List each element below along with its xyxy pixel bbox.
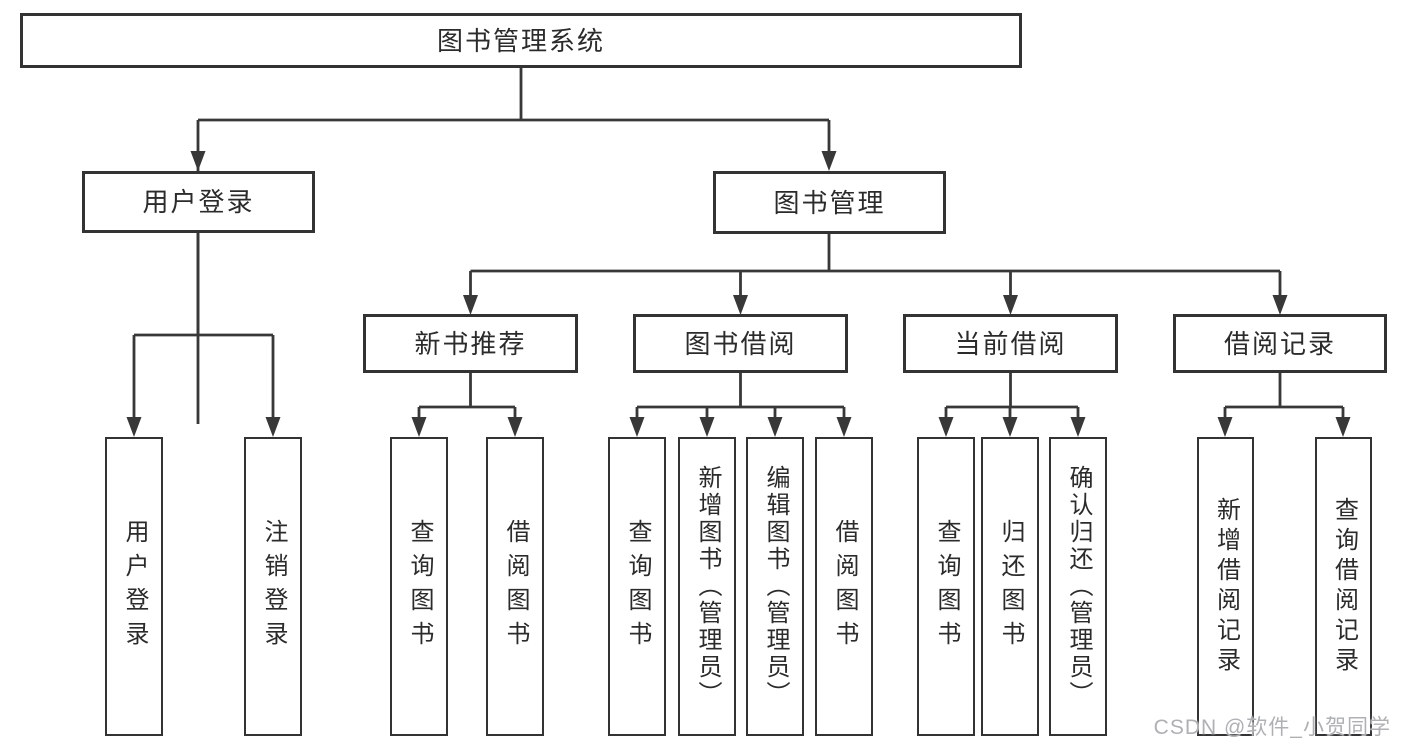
arrowhead bbox=[507, 417, 523, 437]
node-new-book-recommend-label: 新书推荐 bbox=[414, 328, 527, 359]
arrowhead bbox=[1002, 417, 1018, 437]
leaf-recommend-borrow-books: 借阅图书 bbox=[486, 437, 544, 736]
leaf-user-login: 用户登录 bbox=[105, 437, 163, 736]
edge-book-mgmt bbox=[469, 234, 1282, 302]
node-borrow-records-label: 借阅记录 bbox=[1223, 328, 1336, 359]
watermark: CSDN @软件_小贺同学 bbox=[1153, 716, 1391, 739]
leaf-borrow-borrow-books-label: 借阅图书 bbox=[831, 518, 858, 655]
leaf-current-query-books-label: 查询图书 bbox=[933, 518, 960, 655]
leaf-recommend-borrow-books-label: 借阅图书 bbox=[502, 518, 529, 655]
node-root-label: 图书管理系统 bbox=[436, 25, 605, 56]
arrowhead bbox=[733, 295, 748, 315]
edge-root bbox=[196, 68, 831, 424]
tree-edges bbox=[132, 68, 1345, 424]
node-new-book-recommend: 新书推荐 bbox=[363, 314, 578, 373]
leaf-recommend-query-books: 查询图书 bbox=[390, 437, 448, 736]
arrowhead bbox=[1003, 295, 1018, 315]
arrowheads bbox=[126, 151, 1351, 437]
leaf-borrow-edit-books-admin: 编辑图书（管理员） bbox=[746, 437, 804, 736]
leaf-current-return-books-label: 归还图书 bbox=[997, 518, 1024, 655]
arrowhead bbox=[265, 417, 281, 437]
node-book-management-label: 图书管理 bbox=[773, 187, 886, 218]
leaf-borrow-add-books-admin: 新增图书（管理员） bbox=[678, 437, 736, 736]
leaf-recommend-query-books-label: 查询图书 bbox=[406, 518, 433, 655]
leaf-add-borrow-record: 新增借阅记录 bbox=[1197, 437, 1254, 736]
leaf-borrow-edit-books-admin-label: 编辑图书（管理员） bbox=[762, 465, 789, 708]
arrowhead bbox=[836, 417, 852, 437]
leaf-borrow-borrow-books: 借阅图书 bbox=[815, 437, 873, 736]
leaf-query-borrow-record: 查询借阅记录 bbox=[1315, 437, 1372, 736]
node-user-login: 用户登录 bbox=[82, 171, 315, 233]
node-book-borrow-label: 图书借阅 bbox=[684, 328, 797, 359]
node-book-management: 图书管理 bbox=[713, 171, 946, 234]
arrowhead bbox=[411, 417, 427, 437]
arrowhead bbox=[938, 417, 954, 437]
node-user-login-label: 用户登录 bbox=[142, 187, 255, 217]
leaf-borrow-query-books-label: 查询图书 bbox=[624, 518, 651, 655]
node-borrow-records: 借阅记录 bbox=[1173, 314, 1387, 373]
leaf-current-confirm-return-admin-label: 确认归还（管理员） bbox=[1065, 465, 1092, 708]
arrowhead bbox=[1217, 417, 1233, 437]
arrowhead bbox=[190, 151, 206, 171]
arrowhead bbox=[821, 151, 837, 171]
arrowhead bbox=[699, 417, 715, 437]
leaf-logout-label: 注销登录 bbox=[260, 518, 287, 655]
arrowhead bbox=[1272, 295, 1288, 315]
edge-recommend bbox=[417, 373, 517, 424]
node-current-borrow: 当前借阅 bbox=[903, 314, 1118, 373]
arrowhead bbox=[126, 417, 142, 437]
node-current-borrow-label: 当前借阅 bbox=[954, 328, 1067, 359]
leaf-query-borrow-record-label: 查询借阅记录 bbox=[1330, 496, 1358, 677]
node-root: 图书管理系统 bbox=[20, 13, 1022, 68]
arrowhead bbox=[629, 417, 645, 437]
leaf-current-query-books: 查询图书 bbox=[917, 437, 975, 736]
leaf-user-login-label: 用户登录 bbox=[121, 518, 148, 655]
leaf-borrow-add-books-admin-label: 新增图书（管理员） bbox=[694, 465, 721, 708]
arrowhead bbox=[1335, 417, 1351, 437]
leaf-current-confirm-return-admin: 确认归还（管理员） bbox=[1049, 437, 1107, 736]
leaf-current-return-books: 归还图书 bbox=[981, 437, 1039, 736]
arrowhead bbox=[1070, 417, 1086, 437]
edge-user-login bbox=[132, 233, 275, 424]
leaf-add-borrow-record-label: 新增借阅记录 bbox=[1212, 496, 1240, 677]
edge-borrow bbox=[635, 373, 846, 424]
edge-current bbox=[944, 373, 1080, 424]
leaf-borrow-query-books: 查询图书 bbox=[608, 437, 666, 736]
node-book-borrow: 图书借阅 bbox=[633, 314, 848, 373]
leaf-logout: 注销登录 bbox=[244, 437, 302, 736]
arrowhead bbox=[767, 417, 783, 437]
edge-records bbox=[1223, 373, 1345, 424]
arrowhead bbox=[463, 295, 478, 315]
